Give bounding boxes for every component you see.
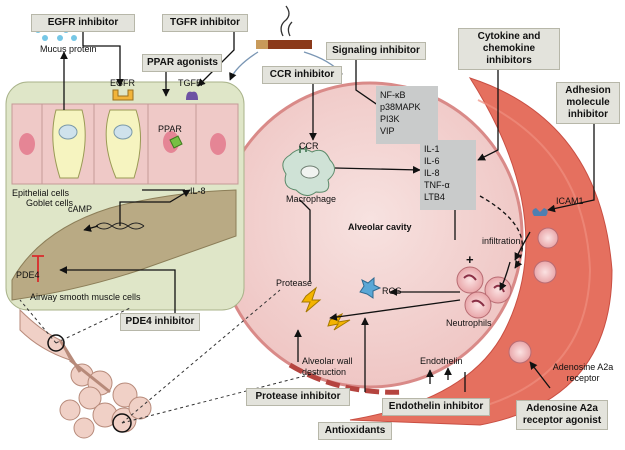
lightning-icon [327,312,351,331]
egfr-receptor-icon [112,89,134,101]
alveolar-cavity-text: Alveolar cavity [348,222,412,232]
cigarette-icon [256,5,312,49]
adenosine-agonist-label: Adenosine A2a receptor agonist [516,400,608,430]
epithelial-layer [11,103,239,185]
ppar-text: PPAR [158,124,182,134]
cytokine-item: LTB4 [424,192,445,202]
cytokine-item: IL-1 [424,144,440,154]
ccr-text: CCR [299,141,319,151]
alveolar-wall-destruction-text: Alveolar wall destruction [302,356,353,377]
signaling-box: NF-κB p38MAPK PI3K VIP [376,86,438,144]
pde4-inhibitor-label: PDE4 inhibitor [120,313,200,331]
cytokine-item: IL-8 [424,168,440,178]
egfr-inhibitor-label: EGFR inhibitor [31,14,135,32]
neutrophils-text: Neutrophils [446,318,492,328]
cytokine-box: IL-1 IL-6 IL-8 TNF-α LTB4 [420,140,476,210]
tgfr-text: TGFR [178,78,203,88]
cytokine-item: IL-6 [424,156,440,166]
icam1-receptor-icon [532,208,548,216]
ppar-icon [169,135,183,149]
macrophage-text: Macrophage [286,194,337,204]
antioxidants-label: Antioxidants [318,422,392,440]
icam1-text: ICAM1 [556,196,584,206]
endothelin-inhibitor-label: Endothelin inhibitor [382,398,490,416]
endothelin-text: Endothelin [420,356,463,366]
lightning-icon [301,286,322,313]
cytokine-inhibitors-label: Cytokine and chemokine inhibitors [458,28,560,70]
signaling-item: NF-κB [380,90,406,100]
cytokine-item: TNF-α [424,180,450,190]
signaling-item: p38MAPK [380,102,421,112]
pde4-text: PDE4 [16,270,40,280]
protease-text: Protease [276,278,313,288]
tgfr-receptor-icon [186,91,198,100]
blood-vessel [349,77,613,426]
plus-sign: + [466,252,474,267]
smooth-muscle-cell [11,189,237,301]
tgfr-inhibitor-label: TGFR inhibitor [162,14,248,32]
epithelial-cells-text: Epithelial cells [12,188,70,198]
signaling-item: VIP [380,126,395,136]
ros-star-icon [359,276,382,299]
alveolus [216,81,524,389]
ros-text: ROS [382,286,402,296]
signaling-inhibitor-label: Signaling inhibitor [326,42,426,60]
adhesion-inhibitor-label: Adhesion molecule inhibitor [556,82,620,124]
mucus-protein-text: Mucus protein [40,44,97,54]
airway-smooth-muscle-text: Airway smooth muscle cells [30,292,141,302]
signaling-item: PI3K [380,114,400,124]
ccr-inhibitor-label: CCR inhibitor [262,66,342,84]
infiltration-text: infiltration [482,236,521,246]
ppar-agonists-label: PPAR agonists [142,54,222,72]
goblet-cells-text: Goblet cells [26,198,74,208]
il8-text: IL-8 [190,186,206,196]
protease-inhibitor-label: Protease inhibitor [246,388,350,406]
adenosine-receptor-text: Adenosine A2a receptor [552,362,614,383]
camp-text: cAMP [68,204,93,214]
egfr-text: EGFR [110,78,136,88]
